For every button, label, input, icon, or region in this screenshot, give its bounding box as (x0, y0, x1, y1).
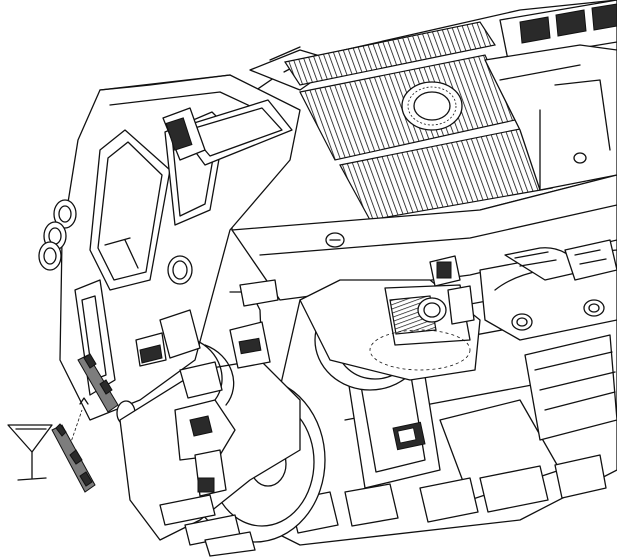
center-housing (299, 255, 481, 381)
fan-port (401, 81, 463, 131)
cut-lever (239, 279, 279, 307)
marker-light (167, 255, 193, 285)
pilot-assembly (119, 279, 301, 557)
grille-strip (284, 21, 496, 86)
martini-glass-icon (7, 424, 53, 481)
horn-bar-part (51, 353, 119, 493)
body-side (231, 174, 617, 301)
headlight-cluster (38, 199, 77, 271)
right-truck-top (479, 239, 617, 341)
wiper (104, 237, 139, 269)
locomotive-body (229, 0, 617, 301)
cab (38, 74, 301, 496)
